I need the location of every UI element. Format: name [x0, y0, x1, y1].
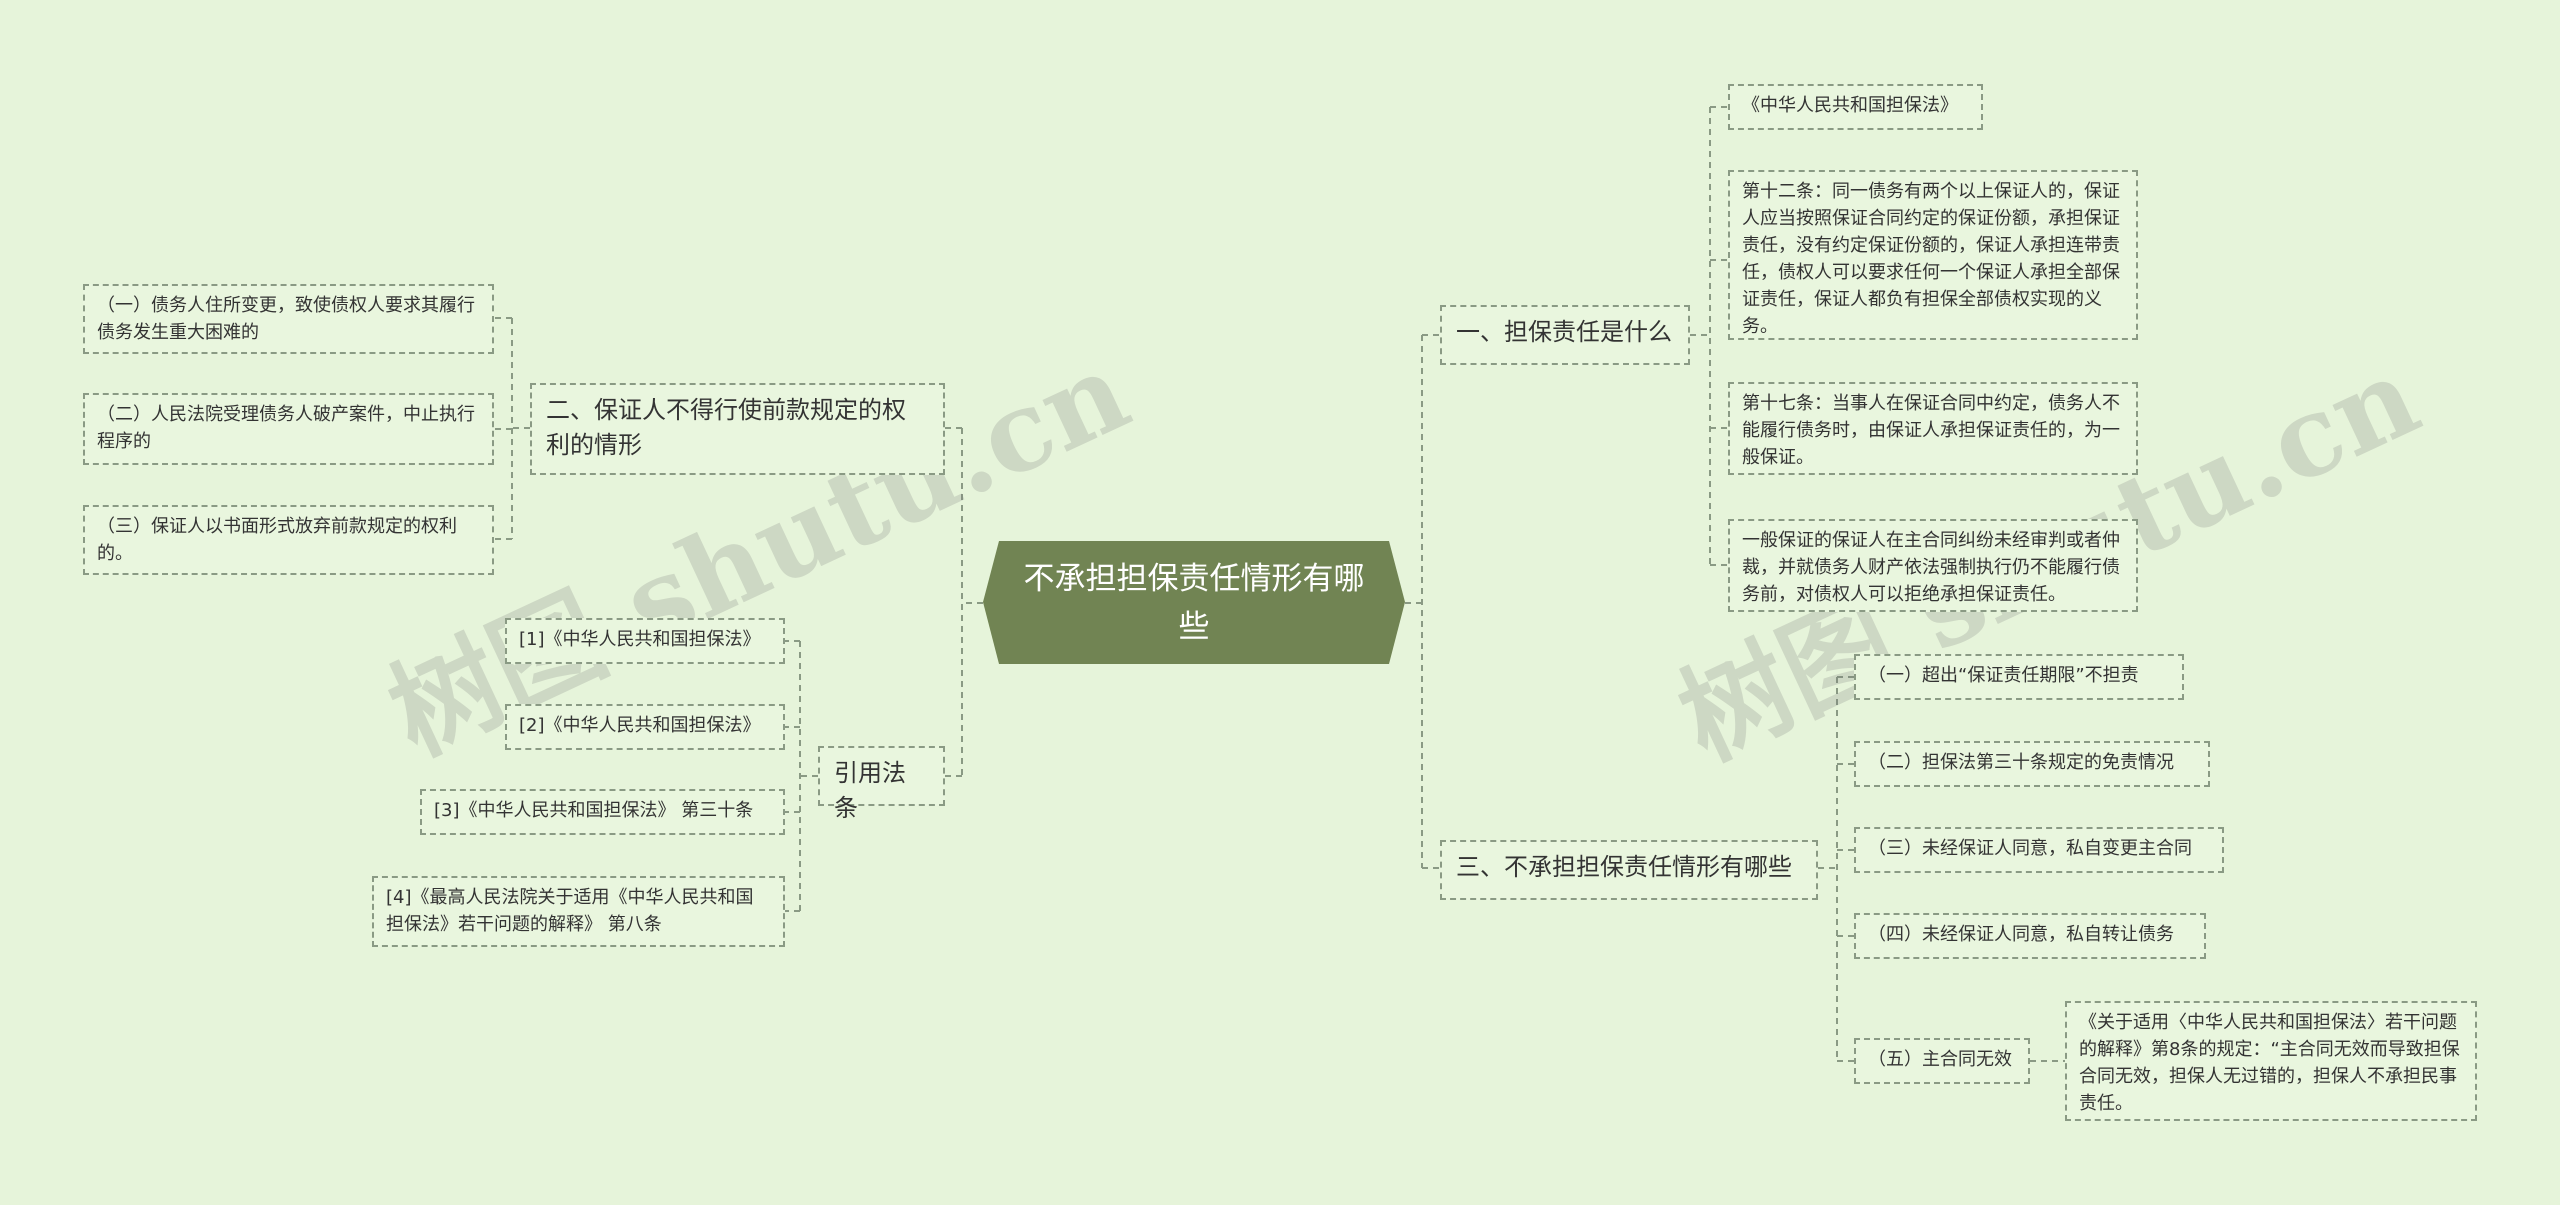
leaf-b4-item-5[interactable]: （五）主合同无效 [1854, 1038, 2030, 1084]
leaf-label: （一）债务人住所变更，致使债权人要求其履行债务发生重大困难的 [97, 295, 475, 343]
root-node-shape [983, 541, 1405, 664]
leaf-label: （三）未经保证人同意，私自变更主合同 [1868, 838, 2192, 859]
leaf-b4-item-4[interactable]: （四）未经保证人同意，私自转让债务 [1854, 913, 2206, 959]
leaf-label: 《中华人民共和国担保法》 [1742, 95, 1958, 116]
leaf-guarantee-law[interactable]: 《中华人民共和国担保法》 [1728, 84, 1983, 130]
leaf-b4-item-1[interactable]: （一）超出“保证责任期限”不担责 [1854, 654, 2184, 700]
leaf-label: 《关于适用〈中华人民共和国担保法〉若干问题的解释》第8条的规定：“主合同无效而导… [2079, 1012, 2460, 1114]
branch-guarantor-rights-cases[interactable]: 二、保证人不得行使前款规定的权利的情形 [530, 383, 945, 475]
leaf-label: （二）担保法第三十条规定的免责情况 [1868, 752, 2174, 773]
leaf-label: [1]《中华人民共和国担保法》 [519, 629, 761, 650]
leaf-b4-item-5-detail[interactable]: 《关于适用〈中华人民共和国担保法〉若干问题的解释》第8条的规定：“主合同无效而导… [2065, 1001, 2477, 1121]
leaf-label: 一般保证的保证人在主合同纠纷未经审判或者仲裁，并就债务人财产依法强制执行仍不能履… [1742, 530, 2120, 605]
leaf-article-12[interactable]: 第十二条：同一债务有两个以上保证人的，保证人应当按照保证合同约定的保证份额，承担… [1728, 170, 2138, 340]
leaf-label: [2]《中华人民共和国担保法》 [519, 715, 761, 736]
leaf-b2-item-1[interactable]: （一）债务人住所变更，致使债权人要求其履行债务发生重大困难的 [83, 284, 494, 354]
leaf-citation-4[interactable]: [4]《最高人民法院关于适用《中华人民共和国担保法》若干问题的解释》 第八条 [372, 876, 785, 947]
branch-label: 一、担保责任是什么 [1456, 318, 1672, 346]
branch-cited-laws[interactable]: 引用法条 [818, 746, 945, 822]
leaf-label: （三）保证人以书面形式放弃前款规定的权利的。 [97, 516, 457, 564]
branch-what-is-guarantee-liability[interactable]: 一、担保责任是什么 [1440, 305, 1690, 365]
leaf-citation-3[interactable]: [3]《中华人民共和国担保法》 第三十条 [420, 789, 785, 835]
leaf-label: [3]《中华人民共和国担保法》 第三十条 [434, 800, 754, 821]
leaf-article-17[interactable]: 第十七条：当事人在保证合同中约定，债务人不能履行债务时，由保证人承担保证责任的，… [1728, 382, 2138, 475]
leaf-citation-2[interactable]: [2]《中华人民共和国担保法》 [505, 704, 785, 750]
leaf-b2-item-3[interactable]: （三）保证人以书面形式放弃前款规定的权利的。 [83, 505, 494, 575]
leaf-b2-item-2[interactable]: （二）人民法院受理债务人破产案件，中止执行程序的 [83, 393, 494, 465]
leaf-label: （一）超出“保证责任期限”不担责 [1868, 665, 2139, 686]
branch-label: 三、不承担担保责任情形有哪些 [1456, 853, 1792, 881]
leaf-label: 第十七条：当事人在保证合同中约定，债务人不能履行债务时，由保证人承担保证责任的，… [1742, 393, 2120, 468]
leaf-label: 第十二条：同一债务有两个以上保证人的，保证人应当按照保证合同约定的保证份额，承担… [1742, 181, 2120, 337]
leaf-label: （二）人民法院受理债务人破产案件，中止执行程序的 [97, 404, 475, 452]
leaf-label: （四）未经保证人同意，私自转让债务 [1868, 924, 2174, 945]
branch-non-liability-cases[interactable]: 三、不承担担保责任情形有哪些 [1440, 840, 1818, 900]
leaf-label: （五）主合同无效 [1868, 1049, 2012, 1070]
leaf-label: [4]《最高人民法院关于适用《中华人民共和国担保法》若干问题的解释》 第八条 [386, 887, 754, 935]
leaf-citation-1[interactable]: [1]《中华人民共和国担保法》 [505, 618, 785, 664]
branch-label: 二、保证人不得行使前款规定的权利的情形 [546, 396, 906, 459]
leaf-b4-item-3[interactable]: （三）未经保证人同意，私自变更主合同 [1854, 827, 2224, 873]
root-node-label: 不承担担保责任情形有哪些 [1023, 560, 1365, 645]
branch-label: 引用法条 [834, 759, 906, 822]
root-node[interactable]: 不承担担保责任情形有哪些 [983, 541, 1405, 664]
leaf-b4-item-2[interactable]: （二）担保法第三十条规定的免责情况 [1854, 741, 2210, 787]
leaf-general-guarantee[interactable]: 一般保证的保证人在主合同纠纷未经审判或者仲裁，并就债务人财产依法强制执行仍不能履… [1728, 519, 2138, 612]
